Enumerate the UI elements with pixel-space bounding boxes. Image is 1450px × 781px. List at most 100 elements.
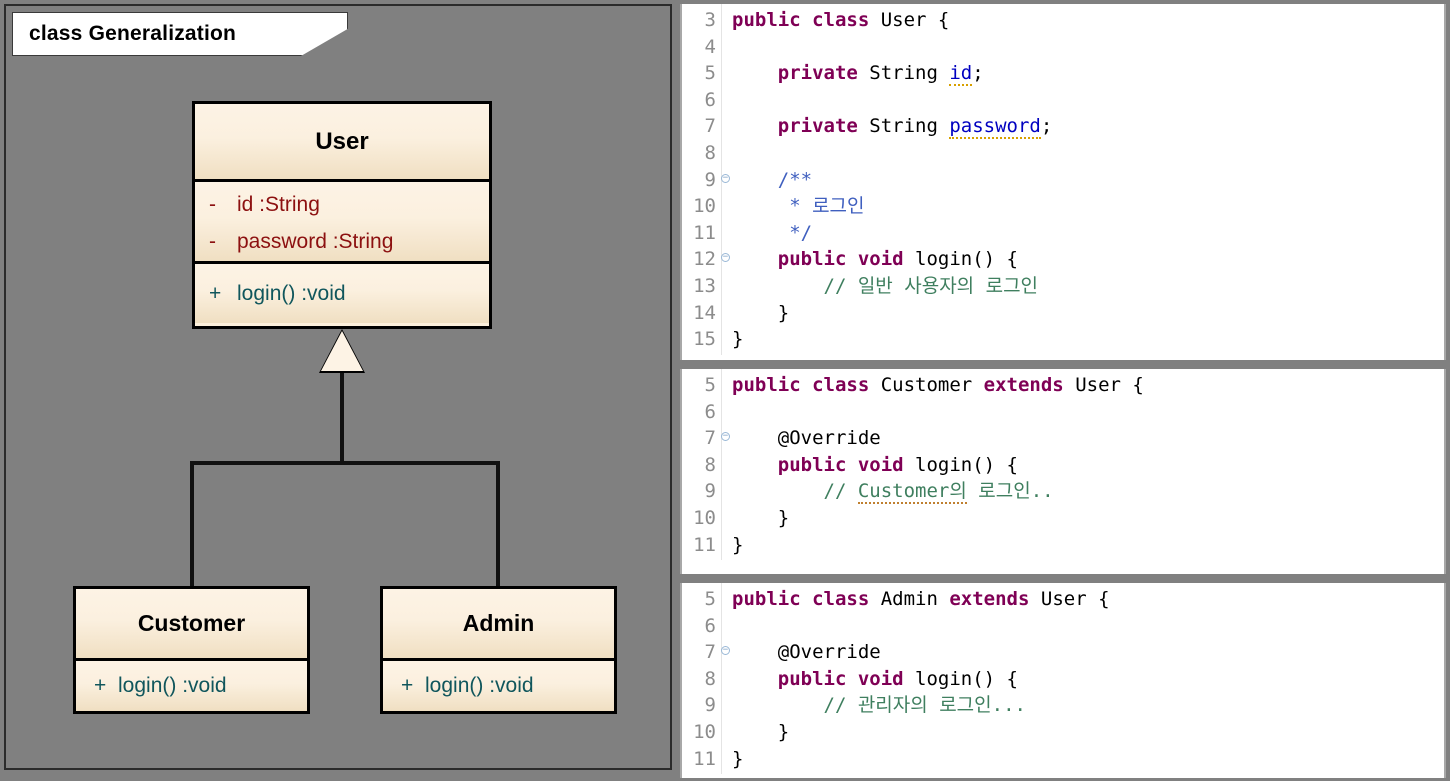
code-line[interactable]: 14 }	[682, 300, 1444, 327]
code-token: // 일반 사용자의 로그인	[732, 274, 1039, 297]
code-token: /**	[732, 168, 813, 191]
code-text	[722, 34, 743, 61]
code-text: /**	[722, 167, 812, 194]
code-text: // 일반 사용자의 로그인	[722, 273, 1039, 300]
line-number: 3	[704, 9, 716, 31]
uml-diagram-panel[interactable]: class Generalization User - id :String -…	[4, 4, 672, 770]
code-token: User {	[1075, 374, 1144, 396]
code-line[interactable]: 13 // 일반 사용자의 로그인	[682, 273, 1444, 300]
code-token: }	[732, 328, 744, 351]
code-text: public void login() {	[722, 666, 1018, 693]
code-line[interactable]: 9− /**	[682, 167, 1444, 194]
code-text: */	[722, 220, 812, 247]
uml-operation-row: + login() :void	[195, 264, 489, 323]
code-token: public void	[777, 667, 916, 690]
code-line[interactable]: 15}	[682, 326, 1444, 353]
code-line[interactable]: 6	[682, 399, 1444, 426]
uml-operation-row: + login() :void	[76, 661, 307, 711]
code-line[interactable]: 9 // 관리자의 로그인...	[682, 692, 1444, 719]
code-token: extends	[983, 374, 1076, 396]
uml-attribute-row: - id :String	[195, 186, 489, 223]
operation-label: login() :void	[237, 281, 346, 305]
code-text: }	[722, 532, 743, 559]
code-text: public void login() {	[722, 246, 1018, 273]
uml-operations-customer: + login() :void	[76, 658, 307, 711]
code-line[interactable]: 11 */	[682, 220, 1444, 247]
line-number: 7−	[704, 641, 730, 664]
code-line[interactable]: 8	[682, 140, 1444, 167]
code-text	[722, 613, 743, 640]
code-line[interactable]: 6	[682, 87, 1444, 114]
code-line[interactable]: 10 * 로그인	[682, 193, 1444, 220]
code-line[interactable]: 8 public void login() {	[682, 452, 1444, 479]
line-number: 10	[693, 720, 716, 743]
line-number: 9	[704, 480, 716, 503]
line-number: 11	[693, 221, 716, 244]
uml-class-name-user: User	[195, 104, 489, 179]
line-number: 5	[682, 60, 722, 87]
code-line[interactable]: 9 // Customer의 로그인..	[682, 478, 1444, 505]
line-number: 9−	[704, 168, 730, 191]
code-line[interactable]: 5 private String id;	[682, 60, 1444, 87]
code-token: User {	[1040, 588, 1110, 610]
code-line[interactable]: 10 }	[682, 719, 1444, 746]
generalization-branch-admin	[496, 461, 500, 587]
code-text: private String id;	[722, 60, 984, 87]
line-number: 14	[693, 301, 716, 324]
code-token: Admin	[880, 588, 950, 610]
code-panel-separator	[680, 360, 1446, 369]
uml-attribute-row: - password :String	[195, 223, 489, 260]
uml-class-user[interactable]: User - id :String - password :String + l…	[192, 101, 498, 335]
code-text: * 로그인	[722, 193, 864, 220]
fold-toggle-icon[interactable]: −	[721, 431, 730, 442]
code-panel-separator	[680, 0, 1446, 4]
visibility-marker: -	[209, 229, 216, 253]
visibility-marker: +	[94, 674, 107, 697]
code-line[interactable]: 6	[682, 613, 1444, 640]
code-token: Customer의	[857, 480, 967, 505]
code-text: }	[722, 505, 789, 532]
generalization-branch-customer	[190, 461, 194, 587]
code-line[interactable]: 7− @Override	[682, 425, 1444, 452]
code-line[interactable]: 7− @Override	[682, 639, 1444, 666]
code-token: ;	[972, 62, 984, 85]
code-token: */	[732, 221, 813, 244]
visibility-marker: -	[209, 192, 216, 216]
line-number: 7	[682, 113, 722, 140]
line-number: 8	[704, 141, 716, 164]
code-text: public void login() {	[722, 452, 1018, 479]
code-line[interactable]: 4	[682, 34, 1444, 61]
generalization-stem-line	[340, 369, 344, 464]
fold-toggle-icon[interactable]: −	[721, 252, 730, 263]
code-line[interactable]: 12− public void login() {	[682, 246, 1444, 273]
fold-toggle-icon[interactable]: −	[721, 645, 730, 656]
uml-class-customer[interactable]: Customer + login() :void	[73, 586, 316, 720]
code-text: public class Admin extends User {	[722, 586, 1110, 613]
attribute-label: id :String	[237, 192, 320, 216]
code-text: private String password;	[722, 113, 1052, 140]
uml-class-admin[interactable]: Admin + login() :void	[380, 586, 623, 720]
code-text: }	[722, 326, 743, 353]
code-token: String	[869, 62, 950, 85]
code-text	[722, 87, 743, 114]
fold-toggle-icon[interactable]: −	[721, 172, 730, 183]
code-token: password	[949, 115, 1041, 140]
code-line[interactable]: 7 private String password;	[682, 113, 1444, 140]
code-line[interactable]: 10 }	[682, 505, 1444, 532]
code-token: extends	[949, 588, 1041, 610]
code-token: private	[777, 62, 870, 85]
line-number: 8	[704, 667, 716, 690]
uml-attributes-user: - id :String - password :String	[195, 179, 489, 261]
code-line[interactable]: 11}	[682, 532, 1444, 559]
code-line[interactable]: 11}	[682, 746, 1444, 773]
code-line[interactable]: 8 public void login() {	[682, 666, 1444, 693]
line-number: 12−	[693, 248, 730, 271]
